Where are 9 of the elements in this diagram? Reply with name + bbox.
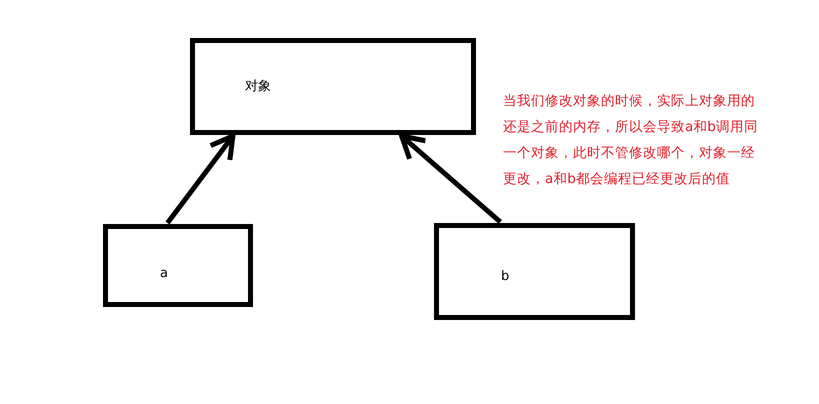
object-box [434,223,635,320]
object-box [103,224,253,307]
arrow [399,134,502,224]
box-label: 对象 [245,79,271,95]
object-box [190,38,476,135]
box-label: b [501,269,510,285]
note-text: 当我们修改对象的时候，实际上对象用的还是之前的内存，所以会导致a和b调用同一个对象，此时不管修改哪个，对象一经更改，a和b都会编程已经更改后的值 [503,92,759,189]
arrow [166,134,236,224]
box-label: a [160,266,168,282]
